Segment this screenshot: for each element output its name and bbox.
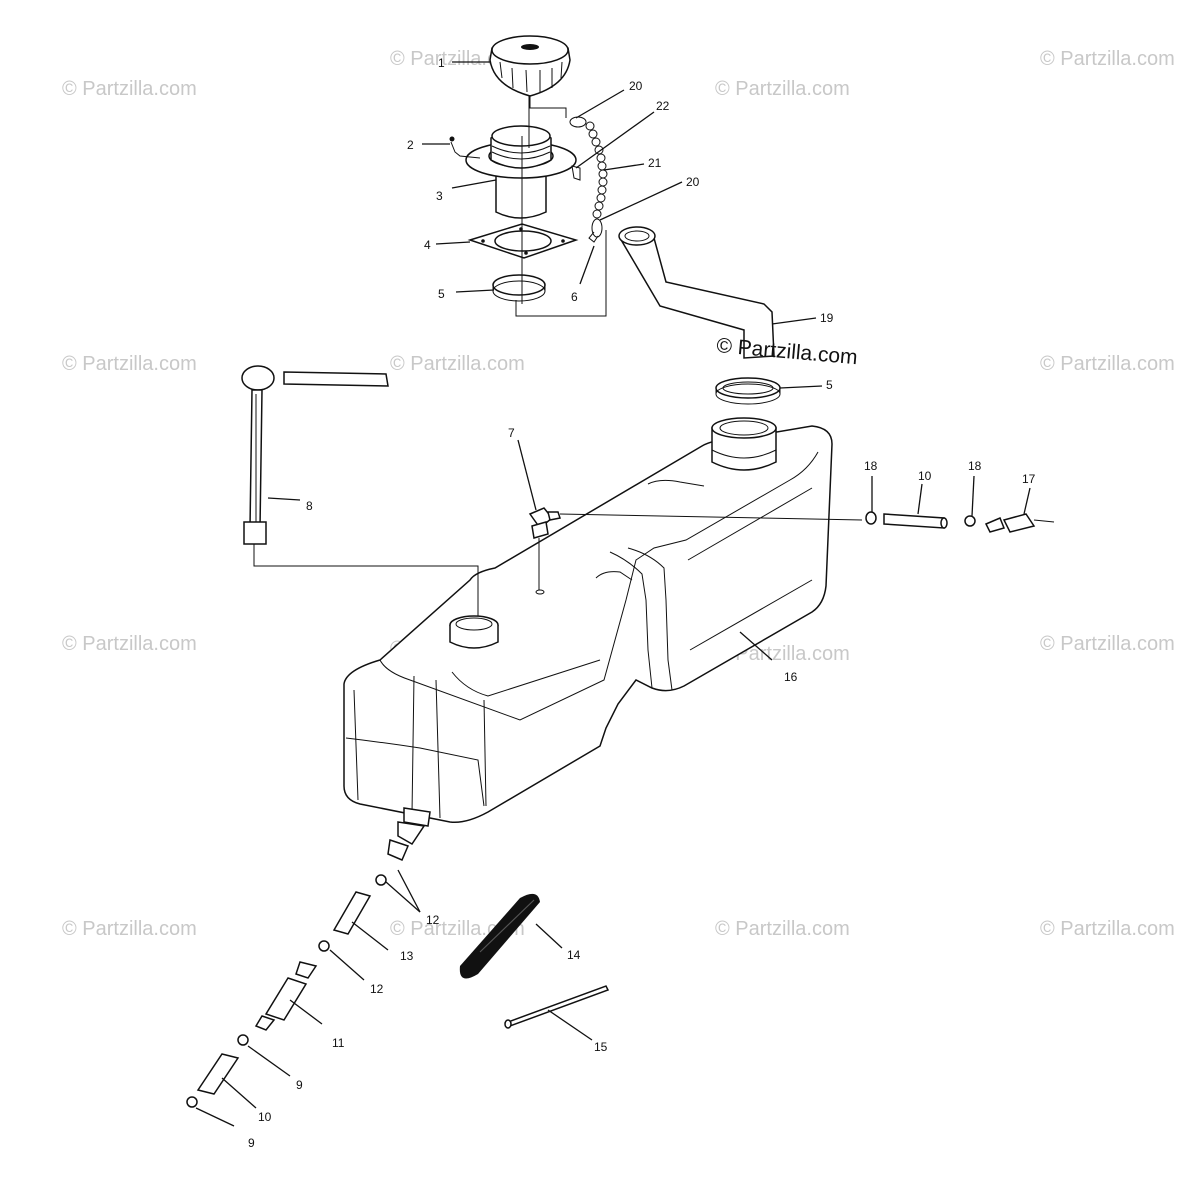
callout-label: 8 xyxy=(306,499,313,513)
watermark: © Partzilla.com xyxy=(1040,48,1175,70)
callout-label: 7 xyxy=(508,426,515,440)
watermark: © Partzilla.com xyxy=(715,78,850,100)
callout-label: 5 xyxy=(826,378,833,392)
callout-label: 12 xyxy=(426,913,440,927)
callout-label: 4 xyxy=(424,238,431,252)
callout-label: 2 xyxy=(407,138,414,152)
filler-hose[interactable] xyxy=(618,226,775,359)
callout-label: 20 xyxy=(629,79,643,93)
watermark: © Partzilla.com xyxy=(1040,918,1175,940)
neck-clamp[interactable] xyxy=(492,274,546,302)
callout-label: 20 xyxy=(686,175,700,189)
filler-cap[interactable] xyxy=(489,35,571,97)
fuel-shutoff-valve[interactable] xyxy=(387,807,431,861)
callout-layer: 1 2 3 4 5 6 20 22 21 20 19 5 7 8 18 10 1 xyxy=(195,56,1036,1150)
callout-label: 10 xyxy=(918,469,932,483)
callout-label: 22 xyxy=(656,99,670,113)
watermark: © Partzilla.com xyxy=(715,918,850,940)
watermark: © Partzilla.com xyxy=(62,78,197,100)
watermark: © Partzilla.com xyxy=(62,353,197,375)
callout-label: 3 xyxy=(436,189,443,203)
tank-strap-pad[interactable] xyxy=(459,893,540,979)
filler-neck[interactable] xyxy=(449,125,577,219)
callout-label: 18 xyxy=(864,459,878,473)
callout-label: 16 xyxy=(784,670,798,684)
neck-assembly-lines xyxy=(515,96,607,317)
callout-label: 12 xyxy=(370,982,384,996)
watermark: © Partzilla.com xyxy=(1040,633,1175,655)
callout-label: 21 xyxy=(648,156,662,170)
callout-label: 6 xyxy=(571,290,578,304)
watermark-layer: © Partzilla.com © Partzilla.com © Partzi… xyxy=(62,48,1175,940)
callout-label: 9 xyxy=(296,1078,303,1092)
callout-label: 1 xyxy=(438,56,445,70)
watermark: © Partzilla.com xyxy=(1040,353,1175,375)
fuel-gauge-sender[interactable] xyxy=(241,365,479,616)
vent-fitting[interactable] xyxy=(528,507,561,595)
callout-label: 17 xyxy=(1022,472,1036,486)
watermark-primary: © Partzilla.com xyxy=(716,334,859,369)
fuel-tank[interactable] xyxy=(343,417,833,824)
retaining-chain[interactable] xyxy=(569,116,608,243)
callout-label: 10 xyxy=(258,1110,272,1124)
callout-label: 14 xyxy=(567,948,581,962)
callout-label: 9 xyxy=(248,1136,255,1150)
callout-label: 19 xyxy=(820,311,834,325)
fuel-line-set[interactable] xyxy=(186,874,387,1108)
callout-label: 5 xyxy=(438,287,445,301)
watermark: © Partzilla.com xyxy=(62,633,197,655)
vent-line[interactable] xyxy=(559,511,1055,533)
callout-label: 18 xyxy=(968,459,982,473)
watermark: © Partzilla.com xyxy=(62,918,197,940)
hose-clamp[interactable] xyxy=(715,377,781,405)
callout-label: 15 xyxy=(594,1040,608,1054)
mounting-rod[interactable] xyxy=(504,985,610,1029)
watermark: © Partzilla.com xyxy=(390,353,525,375)
callout-label: 13 xyxy=(400,949,414,963)
neck-gasket[interactable] xyxy=(467,223,579,259)
callout-label: 11 xyxy=(332,1036,345,1050)
